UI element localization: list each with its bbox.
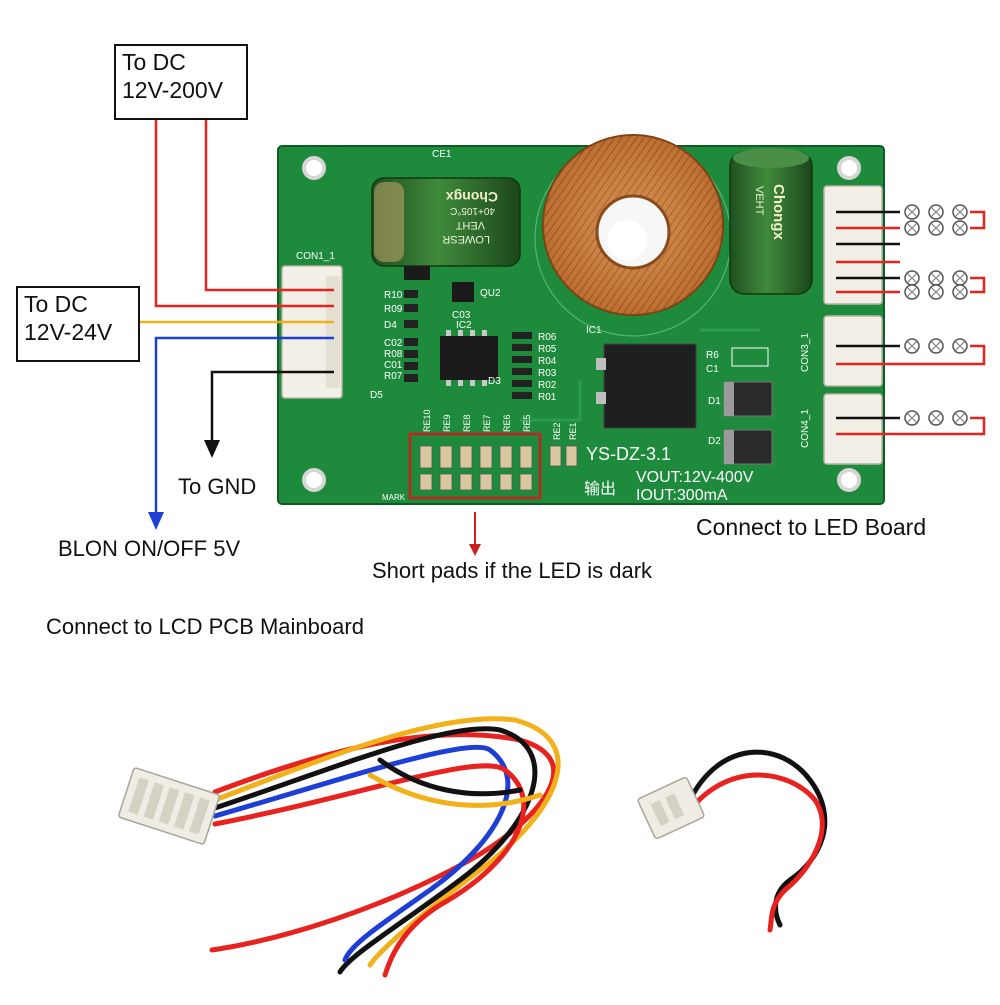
- svg-text:C01: C01: [384, 360, 403, 371]
- svg-text:IC2: IC2: [456, 320, 472, 331]
- svg-text:D2: D2: [708, 436, 721, 447]
- input-wires: [140, 118, 334, 514]
- svg-text:D5: D5: [370, 390, 383, 401]
- svg-text:D3: D3: [488, 376, 501, 387]
- dc-high-line1: To DC: [122, 49, 186, 75]
- svg-text:RE8: RE8: [462, 414, 472, 432]
- blon-arrow: [148, 512, 164, 530]
- con4-label: CON4_1: [800, 409, 811, 448]
- cap2-brand: Chongx: [770, 184, 787, 240]
- ce1-label: CE1: [432, 149, 452, 160]
- svg-text:R08: R08: [384, 349, 403, 360]
- short-pads-arrow: [469, 544, 481, 556]
- cap-brand: Chongx: [446, 189, 498, 205]
- svg-text:R06: R06: [538, 332, 557, 343]
- con1-connector: CON1_1: [281, 251, 343, 399]
- led-bulb-icon: [904, 204, 968, 426]
- svg-text:D4: D4: [384, 320, 397, 331]
- svg-text:R6: R6: [706, 350, 719, 361]
- small-cable: [687, 749, 828, 933]
- cap2-text: VEHT: [753, 186, 765, 216]
- ce1-capacitor: CE1 LOWESR VEHT 40+105°C Chongx: [371, 149, 521, 267]
- dc-low-line2: 12V-24V: [24, 319, 113, 345]
- connect-led-board-label: Connect to LED Board: [696, 514, 927, 540]
- left-part-labels: R10 R09 C03 C02 R08 C01 R07 D4 D5 D3: [370, 290, 501, 401]
- svg-text:RE1: RE1: [568, 422, 578, 440]
- mounting-hole: [837, 156, 861, 180]
- svg-text:C03: C03: [452, 310, 471, 321]
- svg-text:R09: R09: [384, 304, 403, 315]
- svg-text:QU2: QU2: [480, 288, 501, 299]
- mounting-hole: [302, 468, 326, 492]
- cap-text-1: LOWESR: [442, 233, 490, 245]
- svg-text:R03: R03: [538, 368, 557, 379]
- dc-high-line2: 12V-200V: [122, 77, 224, 103]
- svg-text:R02: R02: [538, 380, 557, 391]
- ic2-chip: IC2: [440, 320, 498, 386]
- board-iout: IOUT:300mA: [636, 487, 728, 504]
- svg-text:IC1: IC1: [586, 325, 602, 336]
- svg-text:RE5: RE5: [522, 414, 532, 432]
- mounting-hole: [302, 156, 326, 180]
- left-resistors: [404, 266, 430, 382]
- short-pads-label: Short pads if the LED is dark: [372, 558, 653, 583]
- pad-labels: RE10 RE9 RE8 RE7 RE6 RE5 RE2 RE1 MARK: [382, 409, 578, 502]
- qu2-transistor: QU2: [452, 282, 501, 302]
- small-cable-plug: [637, 776, 705, 840]
- connect-lcd-mainboard-label: Connect to LCD PCB Mainboard: [46, 614, 364, 639]
- mosfet: IC1: [586, 325, 697, 429]
- con1-label: CON1_1: [296, 251, 335, 262]
- led-bulbs: [904, 204, 968, 426]
- svg-text:RE7: RE7: [482, 414, 492, 432]
- dc-high-voltage-label: To DC 12V-200V: [114, 44, 248, 120]
- toroid-inductor: [542, 134, 724, 316]
- svg-text:RE10: RE10: [422, 409, 432, 432]
- main-cable-plug: [118, 767, 220, 845]
- right-part-labels: R06 R05 R04 R03 R02 R01: [538, 332, 557, 403]
- svg-text:C1: C1: [706, 364, 719, 375]
- board-vout: VOUT:12V-400V: [636, 469, 754, 486]
- svg-text:D1: D1: [708, 396, 721, 407]
- svg-text:R01: R01: [538, 392, 557, 403]
- output-capacitor: Chongx VEHT: [729, 148, 813, 295]
- to-gnd-label: To GND: [178, 474, 257, 499]
- diodes: D1 D2 R6 C1: [706, 347, 773, 465]
- right-resistors: [512, 332, 532, 399]
- mounting-hole: [837, 468, 861, 492]
- blon-label: BLON ON/OFF 5V: [58, 536, 241, 561]
- cap-text-3: 40+105°C: [450, 205, 495, 216]
- led-strings: [836, 210, 986, 436]
- svg-text:R05: R05: [538, 344, 557, 355]
- svg-text:RE9: RE9: [442, 414, 452, 432]
- svg-text:C02: C02: [384, 338, 403, 349]
- svg-text:R04: R04: [538, 356, 557, 367]
- board-model: YS-DZ-3.1: [586, 444, 671, 464]
- con3-label: CON3_1: [800, 333, 811, 372]
- dc-low-line1: To DC: [24, 291, 88, 317]
- gnd-arrow: [204, 440, 220, 458]
- short-pads-highlight-box: [408, 432, 542, 500]
- svg-text:R07: R07: [384, 371, 403, 382]
- dc-low-voltage-label: To DC 12V-24V: [16, 286, 140, 362]
- svg-text:RE2: RE2: [552, 422, 562, 440]
- svg-text:RE6: RE6: [502, 414, 512, 432]
- short-pads: [408, 432, 578, 500]
- main-cable-harness: [209, 716, 561, 978]
- board-output-cn: 输出: [584, 480, 616, 498]
- cap-text-2: VEHT: [455, 219, 485, 231]
- svg-text:R10: R10: [384, 290, 403, 301]
- svg-text:MARK: MARK: [382, 493, 406, 502]
